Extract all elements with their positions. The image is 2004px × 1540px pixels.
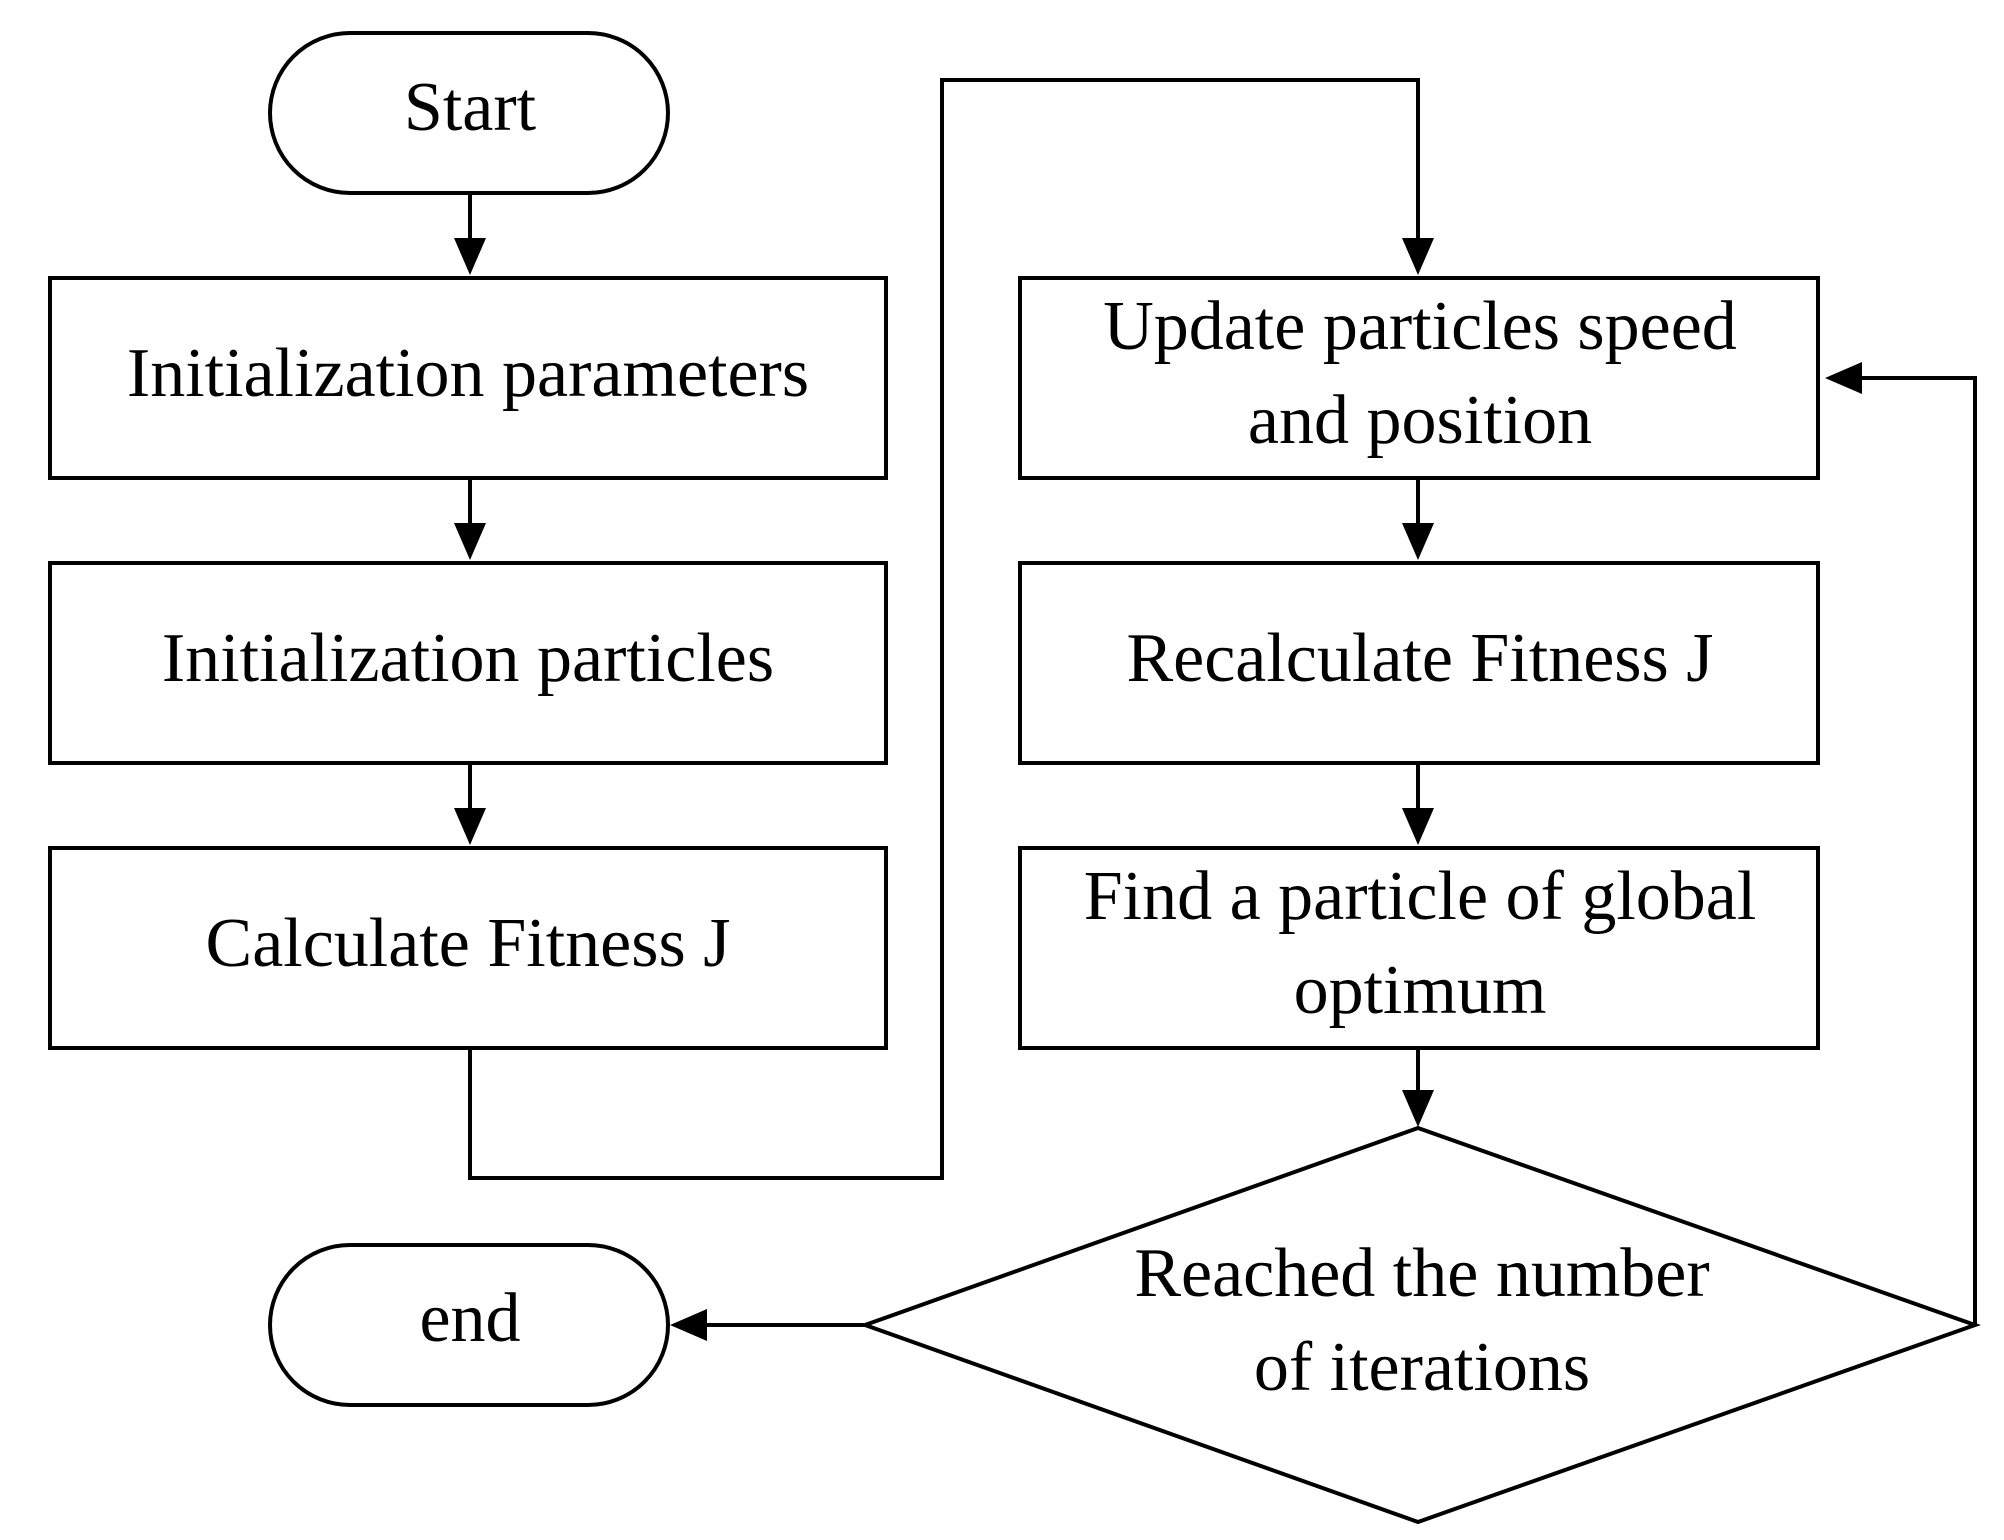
update-box-label-line-1: Update particles speed <box>1103 288 1737 365</box>
end-terminal: end <box>268 1243 670 1407</box>
nodes: Start Initialization parameters Initiali… <box>48 31 1981 1525</box>
calc-fitness-box-label: Calculate Fitness J <box>206 905 731 982</box>
edge-decision-to-update-loop <box>1860 376 1977 1325</box>
arrowhead-decision-to-end <box>670 1309 707 1341</box>
calc-fitness-box-shape <box>48 846 888 1050</box>
iterations-decision-label-line-2: of iterations <box>1254 1329 1590 1406</box>
init-particles-box-label: Initialization particles <box>162 620 774 697</box>
update-box-label-line-2: and position <box>1248 382 1592 459</box>
find-optimum-box: Find a particle of global optimum <box>1018 846 1820 1050</box>
edge-calc-fitness-to-update <box>468 78 1420 1180</box>
arrowhead-calc-fitness-to-update <box>1402 238 1434 275</box>
init-params-box: Initialization parameters <box>48 276 888 480</box>
find-optimum-box-shape <box>1018 846 1820 1050</box>
arrowhead-find-optimum-to-decision <box>1402 1090 1434 1127</box>
iterations-decision-label-line-1: Reached the number <box>1134 1235 1709 1312</box>
find-optimum-box-label-line-2: optimum <box>1294 952 1547 1029</box>
start-terminal-label: Start <box>404 69 537 146</box>
init-particles-box: Initialization particles <box>48 561 888 765</box>
iterations-decision-shape <box>859 1125 1981 1525</box>
recalc-fitness-box: Recalculate Fitness J <box>1018 561 1820 765</box>
calc-fitness-box: Calculate Fitness J <box>48 846 888 1050</box>
recalc-fitness-box-label: Recalculate Fitness J <box>1126 620 1713 697</box>
recalc-fitness-box-shape <box>1018 561 1820 765</box>
iterations-decision: Reached the number of iterations <box>859 1125 1981 1525</box>
start-terminal: Start <box>268 31 670 195</box>
init-params-box-shape <box>48 276 888 480</box>
end-terminal-label: end <box>419 1280 520 1357</box>
end-terminal-shape <box>268 1243 670 1407</box>
arrowhead-start-to-init-params <box>454 238 486 275</box>
arrowhead-recalc-fitness-to-find-optimum <box>1402 808 1434 845</box>
init-params-box-label: Initialization parameters <box>127 335 809 412</box>
find-optimum-box-label-line-1: Find a particle of global <box>1084 858 1757 935</box>
arrowhead-decision-to-update-loop <box>1825 362 1862 394</box>
update-box: Update particles speed and position <box>1018 276 1820 480</box>
start-terminal-shape <box>268 31 670 195</box>
arrowhead-init-params-to-init-particles <box>454 523 486 560</box>
arrowhead-update-to-recalc-fitness <box>1402 523 1434 560</box>
init-particles-box-shape <box>48 561 888 765</box>
arrowhead-init-particles-to-calc-fitness <box>454 808 486 845</box>
connectors <box>454 78 1977 1341</box>
update-box-shape <box>1018 276 1820 480</box>
